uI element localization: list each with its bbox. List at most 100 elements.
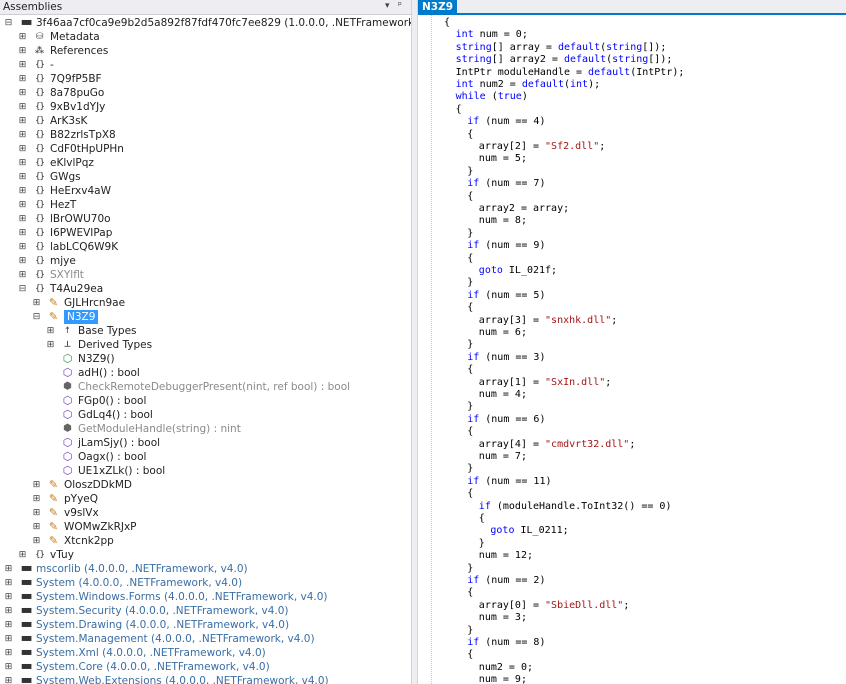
tree-item[interactable]: ⬢GetModuleHandle(string) : nint [0, 422, 411, 436]
expand-icon[interactable]: ⊞ [4, 564, 13, 574]
tree-item[interactable]: ⊞{}labLCQ6W9K [0, 240, 411, 254]
tree-item[interactable]: ⊞✎GJLHrcn9ae [0, 296, 411, 310]
expand-icon[interactable]: ⊞ [4, 648, 13, 658]
tree-item[interactable]: ⊞{}I6PWEVIPap [0, 226, 411, 240]
tree-item[interactable]: ⊞▪▪System.Core (4.0.0.0, .NETFramework, … [0, 660, 411, 674]
references-icon: ⁂ [34, 46, 45, 56]
tree-item[interactable]: ⊞⛁Metadata [0, 30, 411, 44]
code-line: { [418, 649, 846, 661]
tree-item[interactable]: ⊟{}T4Au29ea [0, 282, 411, 296]
expand-icon[interactable]: ⊞ [4, 662, 13, 672]
panel-splitter[interactable] [411, 0, 418, 684]
tree-item[interactable]: ⊞{}eKlvlPqz [0, 156, 411, 170]
tree-item[interactable]: ⬢CheckRemoteDebuggerPresent(nint, ref bo… [0, 380, 411, 394]
expand-icon[interactable]: ⊞ [4, 606, 13, 616]
tree-item[interactable]: ⊞{}HezT [0, 198, 411, 212]
expand-icon[interactable]: ⊞ [32, 298, 41, 308]
expand-icon[interactable]: ⊞ [32, 494, 41, 504]
tree-item[interactable]: ⬡FGp0() : bool [0, 394, 411, 408]
tree-item[interactable]: ⊞▪▪System.Windows.Forms (4.0.0.0, .NETFr… [0, 590, 411, 604]
expand-icon[interactable]: ⊞ [18, 74, 27, 84]
collapse-icon[interactable]: ⊟ [32, 312, 41, 322]
tree-item[interactable]: ⊞{}7Q9fP5BF [0, 72, 411, 86]
expand-icon[interactable]: ⊞ [18, 130, 27, 140]
tree-item[interactable]: ⬡adH() : bool [0, 366, 411, 380]
tree-item[interactable]: ⊞▪▪System.Security (4.0.0.0, .NETFramewo… [0, 604, 411, 618]
expand-icon[interactable]: ⊞ [4, 592, 13, 602]
tree-item[interactable]: ⬡UE1xZLk() : bool [0, 464, 411, 478]
tree-item[interactable]: ⊞{}lBrOWU70o [0, 212, 411, 226]
tree-item[interactable]: ⊞✎Xtcnk2pp [0, 534, 411, 548]
tree-item[interactable]: ⊞✎v9slVx [0, 506, 411, 520]
tree-item[interactable]: ⊞{}mjye [0, 254, 411, 268]
tree-item[interactable]: ⊞▪▪System.Drawing (4.0.0.0, .NETFramewor… [0, 618, 411, 632]
tree-item[interactable]: ⊞{}SXYlflt [0, 268, 411, 282]
tree-item[interactable]: ⊞{}CdF0tHpUPHn [0, 142, 411, 156]
tree-item[interactable]: ⊞{}B82zrlsTpX8 [0, 128, 411, 142]
tree-item[interactable]: ⊞✎pYyeQ [0, 492, 411, 506]
expand-icon[interactable]: ⊞ [4, 676, 13, 684]
expand-icon[interactable]: ⊞ [32, 536, 41, 546]
tree-item[interactable]: ⊟▪▪3f46aa7cf0ca9e9b2d5a892f87fdf470fc7ee… [0, 16, 411, 30]
tree-item[interactable]: ⊞✎OloszDDkMD [0, 478, 411, 492]
tree-item[interactable]: ⊞⟂Derived Types [0, 338, 411, 352]
expand-icon[interactable]: ⊞ [46, 340, 55, 350]
expand-icon[interactable]: ⊞ [4, 620, 13, 630]
expand-icon[interactable]: ⊞ [18, 200, 27, 210]
tree-item[interactable]: ⊞{}HeErxv4aW [0, 184, 411, 198]
tree-item[interactable]: ⬡Oagx() : bool [0, 450, 411, 464]
tree-item-label: CdF0tHpUPHn [50, 143, 124, 155]
panel-dropdown-icon[interactable]: ▾ [385, 1, 390, 11]
tree-item[interactable]: ⊞▪▪mscorlib (4.0.0.0, .NETFramework, v4.… [0, 562, 411, 576]
collapse-icon[interactable]: ⊟ [4, 18, 13, 28]
code-text: (num == 8) [479, 637, 546, 648]
expand-icon[interactable]: ⊞ [4, 578, 13, 588]
collapse-icon[interactable]: ⊟ [18, 284, 27, 294]
tree-item[interactable]: ⊞▪▪System.Xml (4.0.0.0, .NETFramework, v… [0, 646, 411, 660]
code-string: "Sf2.dll" [545, 141, 600, 152]
expand-icon[interactable]: ⊞ [18, 60, 27, 70]
tree-item[interactable]: ⊞{}ArK3sK [0, 114, 411, 128]
tree-item[interactable]: ⊞{}8a78puGo [0, 86, 411, 100]
code-text: (num == 11) [479, 475, 552, 487]
expand-icon[interactable]: ⊞ [18, 256, 27, 266]
assembly-tree[interactable]: ⊟▪▪3f46aa7cf0ca9e9b2d5a892f87fdf470fc7ee… [0, 16, 411, 684]
tab-n3z9[interactable]: N3Z9 [418, 0, 458, 15]
tree-item[interactable]: ⊞{}- [0, 58, 411, 72]
expand-icon[interactable]: ⊞ [4, 634, 13, 644]
expand-icon[interactable]: ⊞ [32, 508, 41, 518]
tree-item[interactable]: ⊞{}GWgs [0, 170, 411, 184]
tree-item[interactable]: ⊞{}9xBv1dYJy [0, 100, 411, 114]
tree-item[interactable]: ⬡N3Z9() [0, 352, 411, 366]
tree-item[interactable]: ⊟✎N3Z9 [0, 310, 411, 324]
expand-icon[interactable]: ⊞ [46, 326, 55, 336]
expand-icon[interactable]: ⊞ [18, 102, 27, 112]
expand-icon[interactable]: ⊞ [18, 242, 27, 252]
expand-icon[interactable]: ⊞ [18, 550, 27, 560]
expand-icon[interactable]: ⊞ [18, 270, 27, 280]
expand-icon[interactable]: ⊞ [18, 32, 27, 42]
expand-icon[interactable]: ⊞ [18, 46, 27, 56]
expand-icon[interactable]: ⊞ [18, 158, 27, 168]
tree-item[interactable]: ⊞{}vTuy [0, 548, 411, 562]
expand-icon[interactable]: ⊞ [18, 116, 27, 126]
code-view[interactable]: {int num = 0;string[] array = default(st… [418, 15, 846, 684]
pin-icon[interactable]: ᵖ [398, 1, 402, 11]
expand-icon[interactable]: ⊞ [18, 172, 27, 182]
tree-item[interactable]: ⬡jLamSjy() : bool [0, 436, 411, 450]
expand-icon[interactable]: ⊞ [32, 522, 41, 532]
tree-item[interactable]: ⊞▪▪System.Management (4.0.0.0, .NETFrame… [0, 632, 411, 646]
expand-icon[interactable]: ⊞ [18, 228, 27, 238]
expand-icon[interactable]: ⊞ [18, 186, 27, 196]
expand-icon[interactable]: ⊞ [18, 144, 27, 154]
expand-icon[interactable]: ⊞ [18, 214, 27, 224]
tree-item[interactable]: ⬡GdLq4() : bool [0, 408, 411, 422]
tree-item[interactable]: ⊞☨Base Types [0, 324, 411, 338]
tree-item[interactable]: ⊞⁂References [0, 44, 411, 58]
tree-item[interactable]: ⊞▪▪System.Web.Extensions (4.0.0.0, .NETF… [0, 674, 411, 684]
expand-icon[interactable]: ⊞ [32, 480, 41, 490]
tree-item[interactable]: ⊞▪▪System (4.0.0.0, .NETFramework, v4.0) [0, 576, 411, 590]
expand-icon[interactable]: ⊞ [18, 88, 27, 98]
code-editor-panel: N3Z9 {int num = 0;string[] array = defau… [418, 0, 846, 684]
tree-item[interactable]: ⊞✎WOMwZkRJxP [0, 520, 411, 534]
